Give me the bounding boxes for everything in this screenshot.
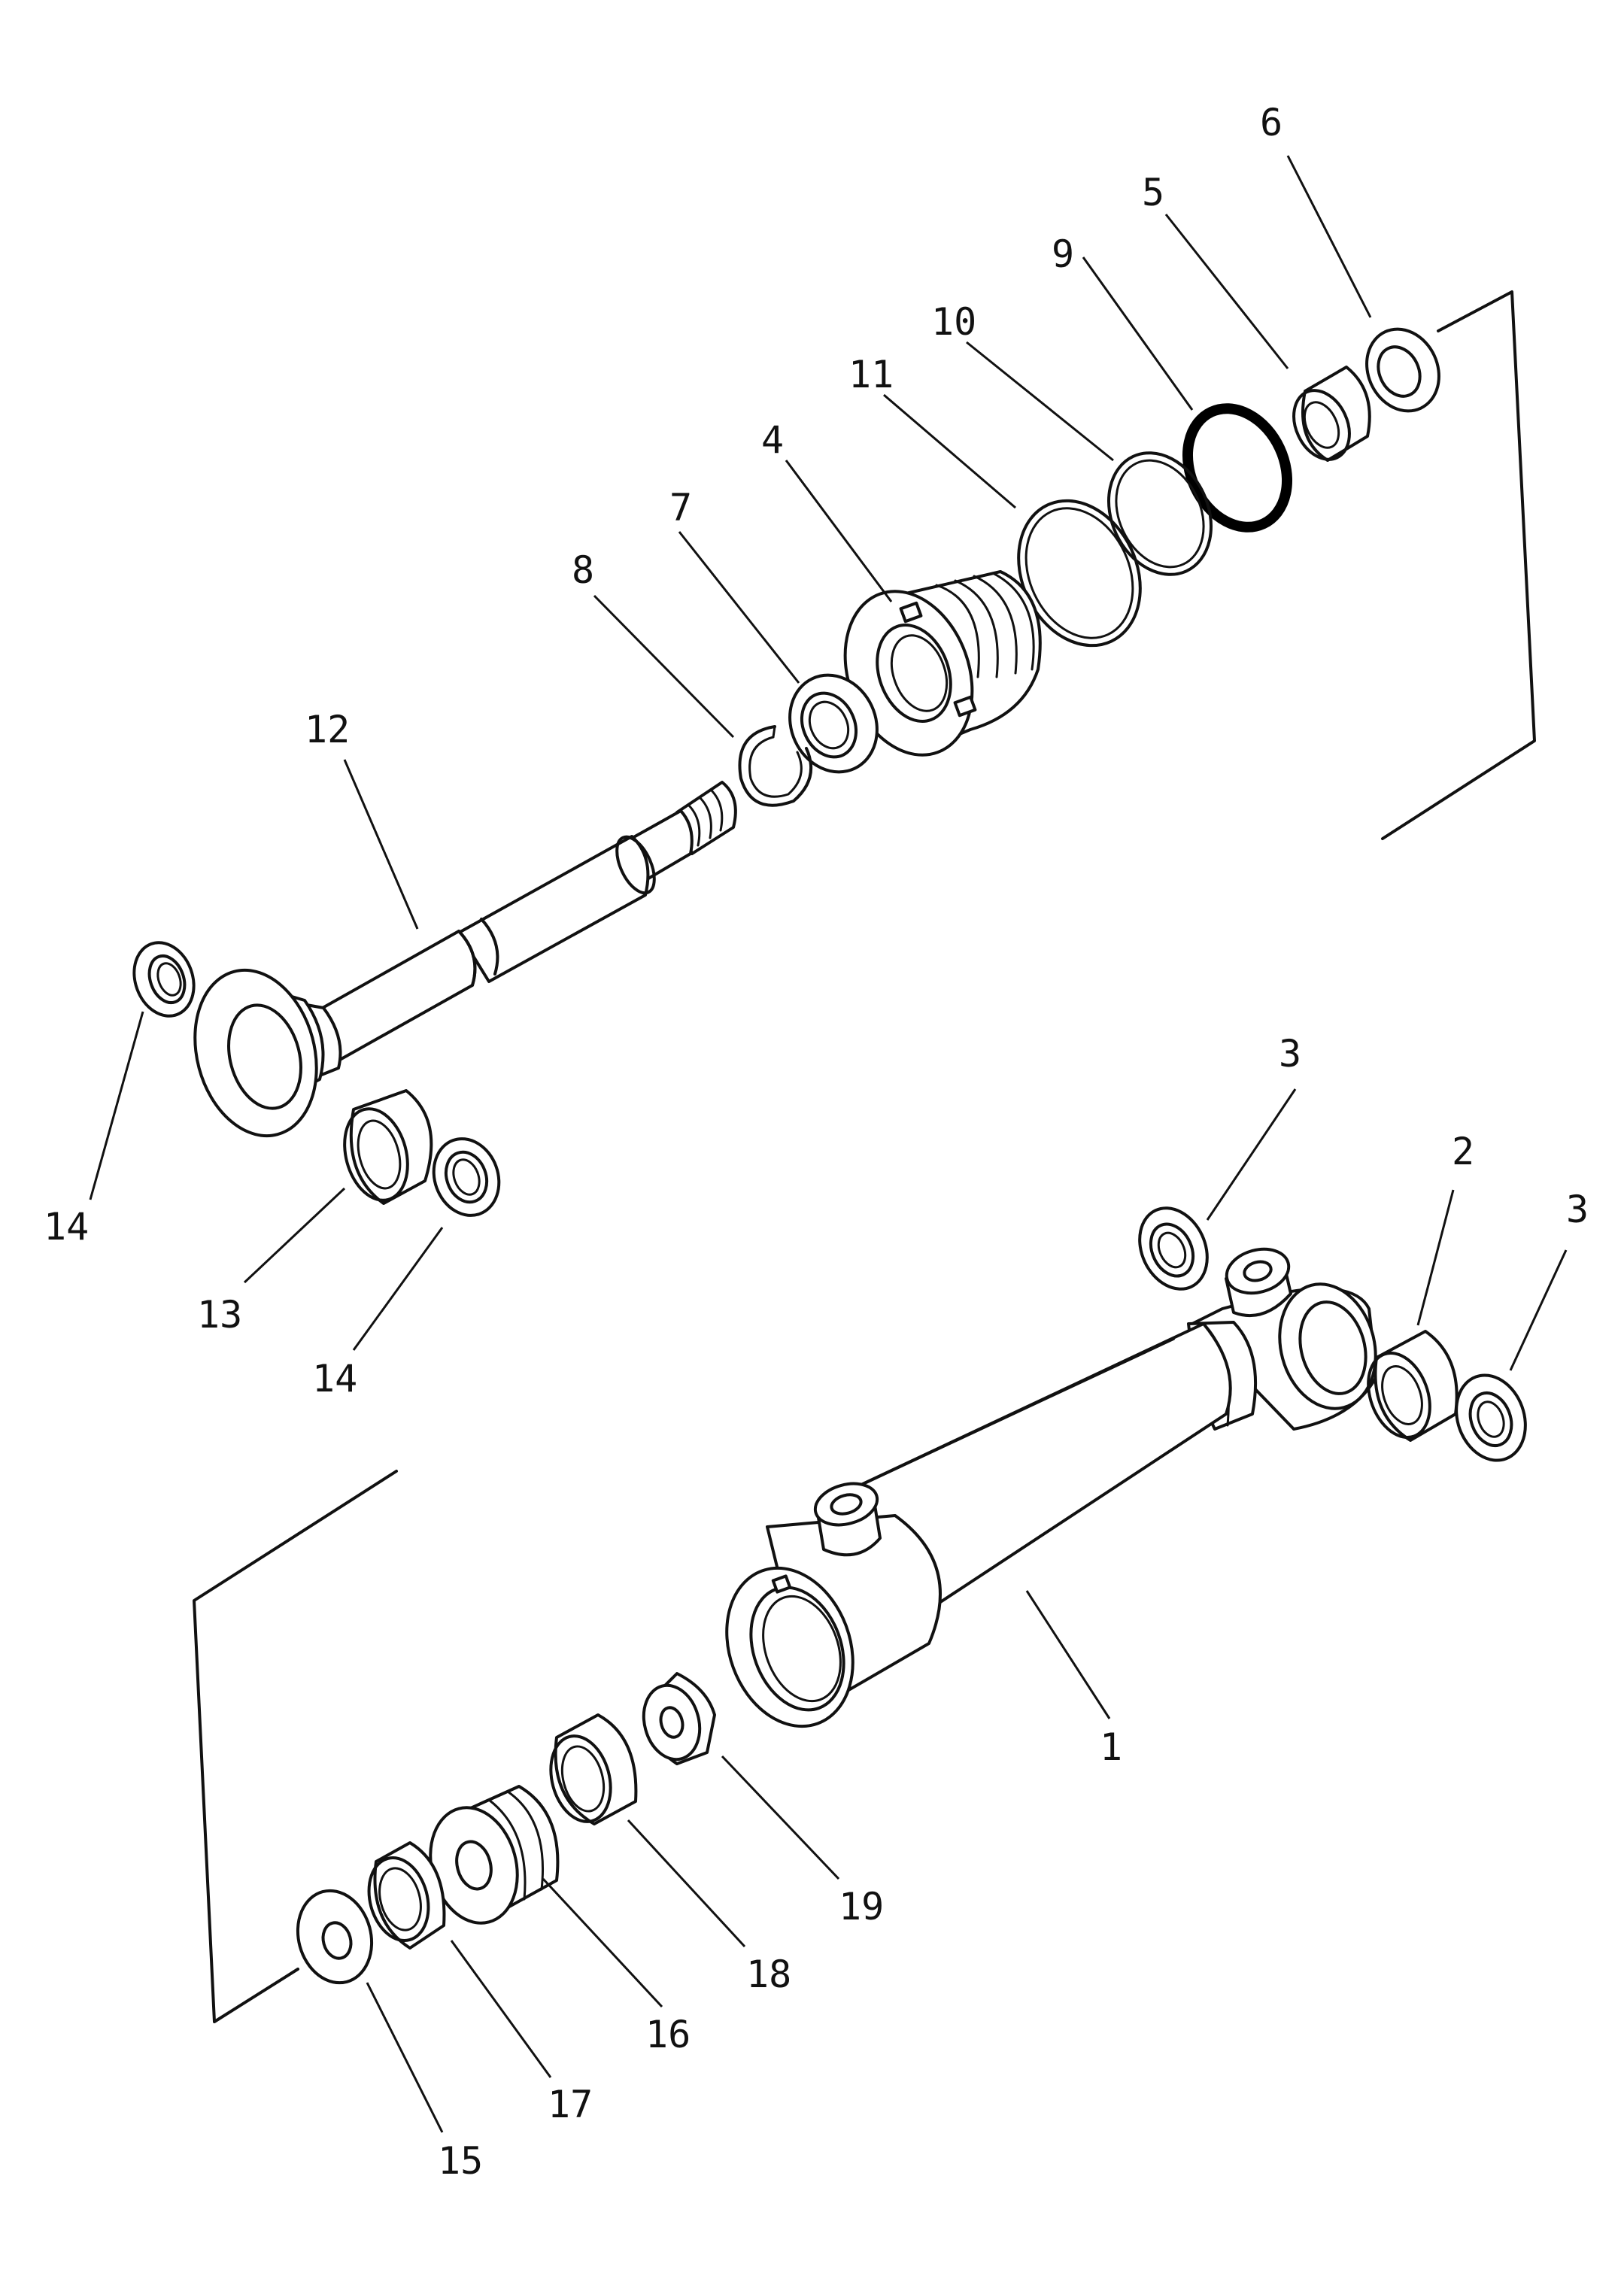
part-8-snap-ring <box>738 725 813 807</box>
part-1-cylinder-tube <box>725 1247 1378 1728</box>
part-labels: 6 5 9 10 11 4 7 8 12 14 13 14 3 2 3 1 19… <box>44 101 1589 2183</box>
part-15-washer <box>296 1889 374 1985</box>
part-17-seal <box>367 1841 446 1950</box>
label-5: 5 <box>1142 171 1164 214</box>
part-3-seal-upper <box>1138 1206 1209 1291</box>
part-14-seal-left <box>132 941 196 1018</box>
part-2-bushing <box>1367 1330 1459 1442</box>
part-14-seal-right <box>432 1137 501 1217</box>
part-18-bushing <box>549 1713 638 1825</box>
label-13: 13 <box>197 1293 242 1337</box>
label-12: 12 <box>305 708 350 751</box>
upper-bracket <box>1381 290 1536 840</box>
label-3-right: 3 <box>1566 1188 1589 1231</box>
label-2: 2 <box>1452 1130 1474 1173</box>
leader-lines <box>89 155 1568 2133</box>
label-10: 10 <box>931 300 976 344</box>
label-14-right: 14 <box>312 1357 357 1400</box>
label-7: 7 <box>669 486 692 530</box>
part-6-seal <box>1365 327 1440 413</box>
label-14-left: 14 <box>44 1205 89 1249</box>
part-10-backup-ring <box>1106 451 1213 576</box>
label-11: 11 <box>848 353 894 396</box>
lower-bracket <box>193 1470 398 2023</box>
label-3-upper: 3 <box>1279 1032 1301 1076</box>
label-4: 4 <box>761 418 784 462</box>
part-13-bushing <box>343 1089 433 1205</box>
label-9: 9 <box>1052 232 1074 276</box>
label-17: 17 <box>548 2083 593 2126</box>
part-19-nut <box>642 1672 716 1765</box>
part-3-seal-right <box>1455 1373 1527 1462</box>
label-19: 19 <box>839 1885 884 1928</box>
part-9-o-ring <box>1182 403 1293 533</box>
part-12-piston-rod <box>193 781 737 1138</box>
part-7-seal <box>788 673 879 774</box>
part-5-bushing <box>1292 366 1371 462</box>
label-8: 8 <box>572 548 594 592</box>
label-1: 1 <box>1100 1725 1122 1769</box>
label-15: 15 <box>438 2139 483 2183</box>
label-6: 6 <box>1260 101 1283 144</box>
part-16-piston <box>429 1785 560 1925</box>
label-16: 16 <box>645 2013 691 2056</box>
label-18: 18 <box>746 1953 791 1996</box>
